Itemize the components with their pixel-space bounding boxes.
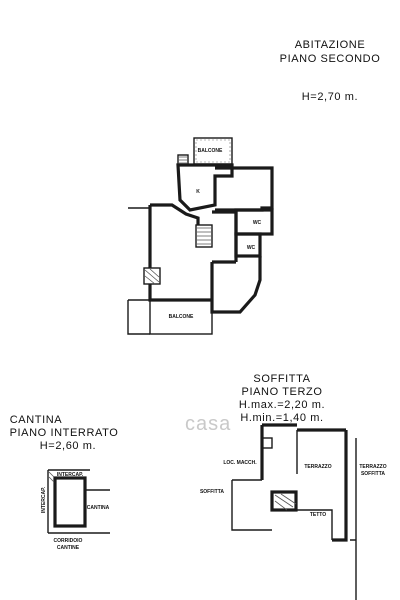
- shaft-hatch: [179, 156, 187, 164]
- soffitta-walls: [231, 479, 272, 531]
- corridor-walls: [212, 210, 238, 262]
- attic-stair-hatch: [274, 493, 297, 511]
- cellar-room-walls: [53, 476, 87, 528]
- attic-title: SOFFITTA: [253, 373, 310, 385]
- attic-stair-walls: [270, 490, 298, 512]
- cellar-title: CANTINA: [10, 414, 63, 426]
- loc-macch-label: LOC. MACCH.: [223, 460, 257, 466]
- wc-lower-label: WC: [247, 245, 256, 251]
- tetto-walls: [296, 509, 333, 540]
- cantina-label: CANTINA: [87, 505, 110, 511]
- main-floor-level: PIANO SECONDO: [280, 53, 381, 65]
- watermark-text: casa: [185, 413, 231, 435]
- right-room-walls: [215, 166, 274, 212]
- left-neighbor-walls: [127, 207, 150, 335]
- stair-steps: [197, 227, 211, 245]
- corridoio-label-2: CANTINE: [57, 545, 80, 551]
- main-floor-height: H=2,70 m.: [302, 91, 358, 103]
- attic-top-walls: [262, 423, 346, 432]
- intercap-horizontal-label: INTERCAP.: [57, 472, 84, 478]
- attic-right-wall: [332, 430, 348, 542]
- attic-plan: LOC. MACCH. TERRAZZO TERRAZZO SOFFITTA S…: [200, 423, 387, 600]
- column-box: [143, 267, 161, 285]
- attic-hmin: H.min.=1,40 m.: [240, 412, 323, 424]
- stair-box: [195, 224, 213, 248]
- cellar-plan: INTERCAP. INTERCAP. CANTINA CORRIDOIO CA…: [41, 469, 110, 551]
- intercapedine-walls: [47, 469, 110, 534]
- balcony-top-railing: [195, 139, 231, 163]
- attic-right-edge: [350, 438, 357, 600]
- shaft-box: [177, 154, 189, 166]
- tetto-label: TETTO: [310, 512, 326, 518]
- wc-upper-label: WC: [253, 220, 262, 226]
- corridoio-label-1: CORRIDOIO: [54, 538, 83, 544]
- kitchen-walls: [176, 163, 234, 212]
- balcony-top-label: BALCONE: [198, 148, 223, 154]
- bottom-right-room-walls: [210, 256, 262, 314]
- attic-hmax: H.max.=2,20 m.: [239, 399, 325, 411]
- terrazzo-label: TERRAZZO: [304, 464, 331, 470]
- living-bottom-walls: [148, 284, 212, 302]
- attic-vent-box: [261, 437, 273, 449]
- soffitta-label: SOFFITTA: [200, 489, 224, 495]
- cellar-level: PIANO INTERRATO: [10, 427, 119, 439]
- main-floor-plan: BALCONE K WC WC BALCONE: [127, 137, 274, 335]
- balcony-bottom-outline: [149, 299, 213, 335]
- intercap-vertical-label: INTERCAP.: [41, 486, 47, 513]
- kitchen-label: K: [196, 189, 200, 195]
- cellar-height: H=2,60 m.: [40, 440, 96, 452]
- attic-level: PIANO TERZO: [242, 386, 323, 398]
- column-hatch: [144, 268, 160, 285]
- balcony-bottom-label: BALCONE: [169, 314, 194, 320]
- living-top-walls: [150, 203, 200, 225]
- main-floor-title: ABITAZIONE: [295, 39, 366, 51]
- terrazzo-soffitta-label-1: TERRAZZO: [359, 464, 386, 470]
- cellar-corner-hatch: [48, 471, 55, 483]
- terrazzo-soffitta-label-2: SOFFITTA: [361, 471, 385, 477]
